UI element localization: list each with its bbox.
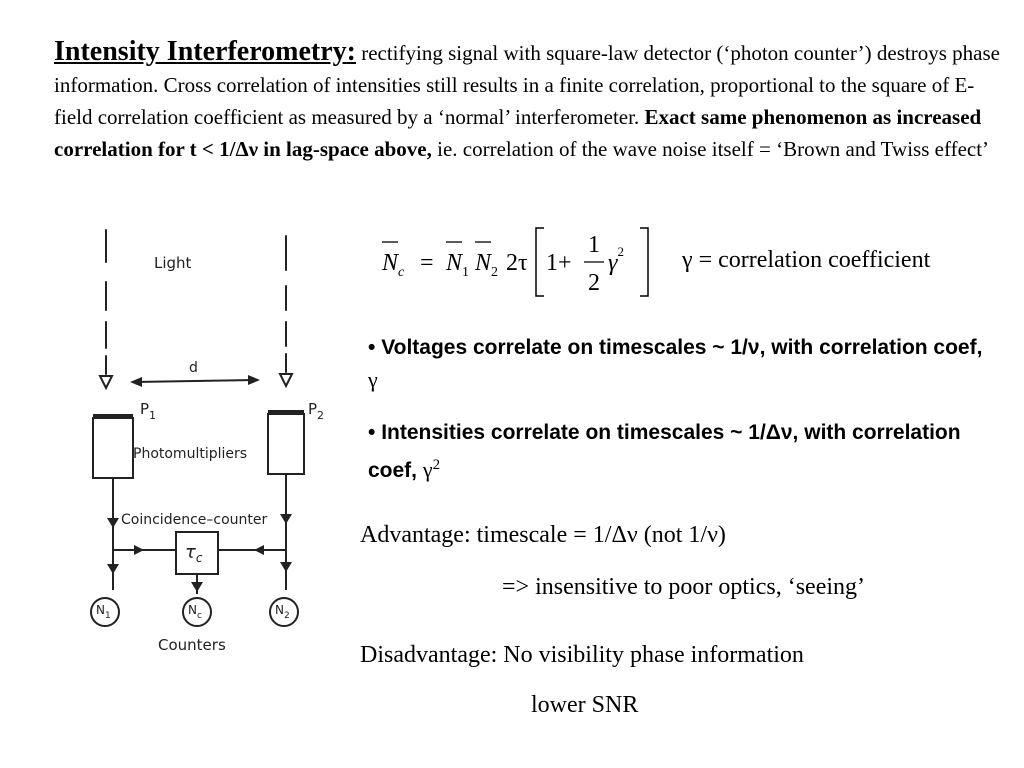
disadvantage-detail: lower SNR [531, 692, 639, 718]
p1-label: P1 [140, 400, 156, 422]
formula-frac-den: 2 [588, 270, 600, 296]
bullet-superscript: 2 [432, 457, 441, 473]
coincidence-counter-label: Coincidence–counter [121, 512, 267, 528]
formula-equals: = [420, 250, 434, 276]
bullet-marker: • [368, 421, 376, 444]
intro-text-2: ie. correlation of the wave noise itself… [431, 137, 990, 161]
formula-lhs: Nc [381, 250, 405, 280]
slide-title-colon: : [346, 36, 356, 67]
nc-label: Nc [188, 603, 202, 621]
disadvantage-text: Disadvantage: No visibility phase inform… [360, 642, 804, 668]
bullet-symbol: γ [368, 367, 378, 392]
formula-gamma: γ2 [608, 244, 624, 276]
correlation-formula: Nc = N1 N2 2τ 1+ 1 2 γ2 [381, 227, 649, 297]
distance-label: d [189, 360, 198, 376]
advantage-detail: => insensitive to poor optics, ‘seeing’ [502, 574, 866, 600]
formula-frac-num: 1 [588, 232, 600, 258]
advantage-text: Advantage: timescale = 1/Δν (not 1/ν) [360, 522, 726, 548]
bullet-marker: • [368, 336, 376, 359]
n2-label: N2 [275, 603, 290, 621]
intro-text-1: rectifying signal with square-law detect… [54, 41, 1000, 129]
n1-label: N1 [96, 603, 111, 621]
gamma-definition: γ = correlation coefficient [682, 247, 931, 273]
counters-label: Counters [158, 636, 226, 654]
bullet-symbol: γ [422, 457, 433, 482]
p2-label: P2 [308, 400, 324, 422]
intro-paragraph: Intensity Interferometry: rectifying sig… [54, 36, 1004, 165]
photomultipliers-label: Photomultipliers [133, 446, 247, 462]
tau-c-label: τc [185, 542, 203, 565]
intro-bold-text: Exact same phenomenon as increased corre… [54, 105, 982, 161]
bullet-voltages: • Voltages correlate on timescales ~ 1/ν… [368, 332, 988, 397]
formula-one-plus: 1+ [546, 250, 572, 276]
bullet-text: Intensities correlate on timescales ~ 1/… [368, 421, 961, 482]
formula-two-tau: 2τ [506, 250, 528, 276]
formula-n1: N1 [445, 250, 469, 280]
slide-title: Intensity Interferometry [54, 36, 347, 67]
formula-n2: N2 [474, 250, 498, 280]
bullet-intensities: • Intensities correlate on timescales ~ … [368, 417, 988, 487]
bullet-text: Voltages correlate on timescales ~ 1/ν, … [375, 336, 983, 359]
bullet-list: • Voltages correlate on timescales ~ 1/ν… [368, 332, 988, 507]
light-label: Light [154, 254, 192, 272]
intensity-interferometer-diagram: Light d P1 P2 Photomultipliers Coinciden… [58, 222, 338, 692]
